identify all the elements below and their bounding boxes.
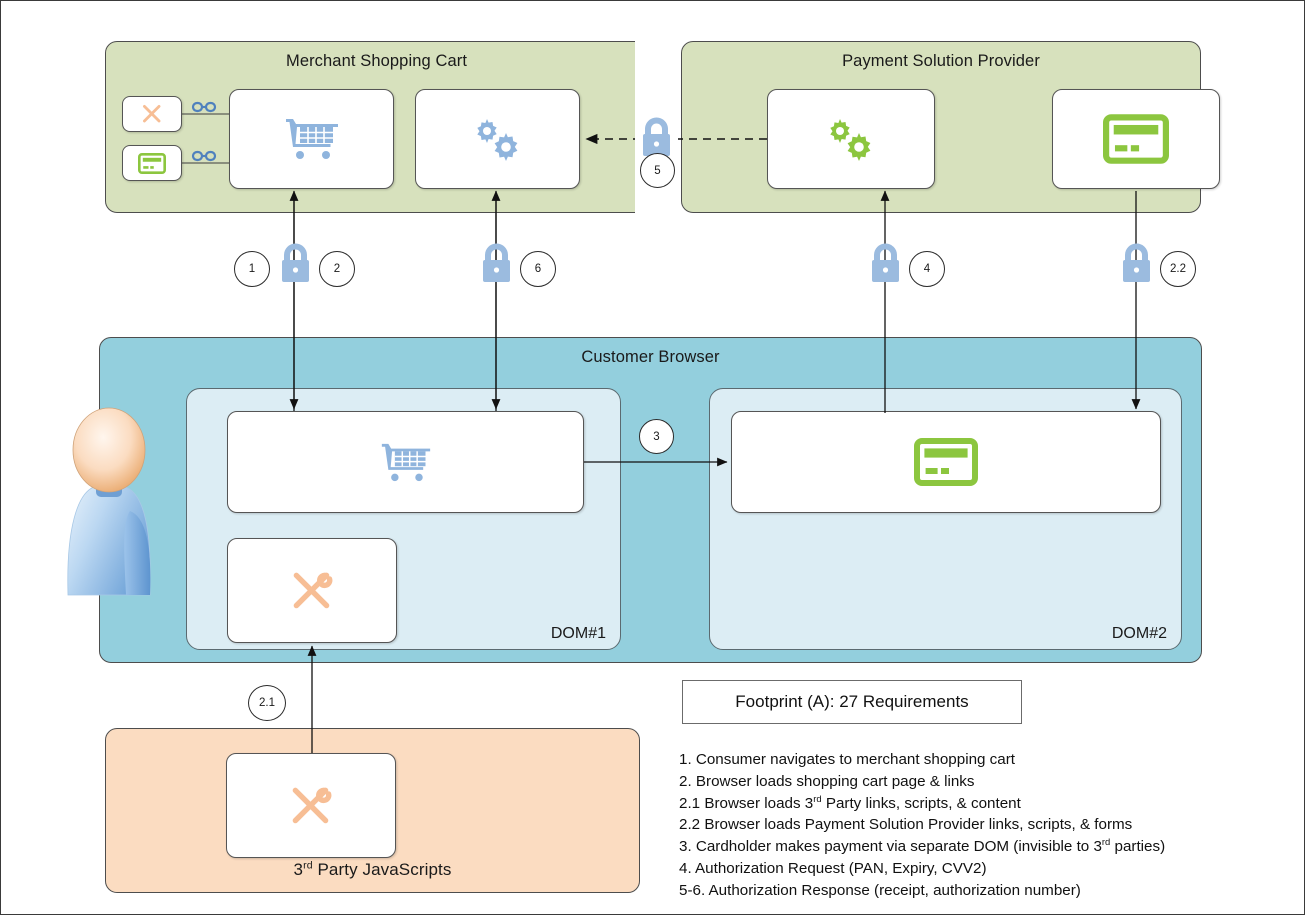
padlock-icon <box>643 117 670 156</box>
merchant-processing-node[interactable] <box>415 89 580 189</box>
flow-bubble-3-label: 3 <box>653 430 660 443</box>
psp-zone-title: Payment Solution Provider <box>842 52 1040 70</box>
tools-icon <box>293 572 333 608</box>
flow-bubble-6: 6 <box>520 251 556 287</box>
lock-icon-flow-22 <box>1119 241 1154 294</box>
legend-item-3-text: 2.1 Browser loads 3 <box>679 794 814 812</box>
third-party-tools-node[interactable] <box>226 753 396 858</box>
padlock-icon <box>1123 243 1150 282</box>
merchant-zone-title: Merchant Shopping Cart <box>285 52 468 70</box>
shopping-cart-icon <box>285 119 338 159</box>
third-party-title-pre: 3 <box>293 860 304 879</box>
padlock-icon <box>282 243 309 282</box>
legend-item-6-text: 4. Authorization Request (PAN, Expiry, C… <box>679 859 987 877</box>
third-party-title-post: Party JavaScripts <box>312 860 452 879</box>
lock-icon-flow-6 <box>479 241 514 294</box>
flow-bubble-6-label: 6 <box>534 263 542 275</box>
merchant-payment-card-node[interactable] <box>122 145 182 181</box>
third-party-zone-title: 3rd Party JavaScripts <box>106 860 639 880</box>
flow-bubble-21-label: 2.1 <box>259 697 275 709</box>
flow-bubble-22: 2.2 <box>1160 251 1196 287</box>
legend-item-2-text: 2. Browser loads shopping cart page & li… <box>679 772 975 790</box>
dom1-shopping-cart-node[interactable] <box>227 411 584 513</box>
legend-item-7-text: 5-6. Authorization Response (receipt, au… <box>679 881 1081 899</box>
link-chain-icon-bottom <box>191 148 217 164</box>
merchant-third-party-tools-node[interactable] <box>122 96 182 132</box>
person-avatar-icon <box>67 407 151 596</box>
shopping-cart-icon <box>381 443 430 481</box>
legend-list: 1. Consumer navigates to merchant shoppi… <box>679 749 1279 902</box>
flow-bubble-1-label: 1 <box>248 263 256 275</box>
flow-bubble-21: 2.1 <box>248 685 286 721</box>
legend-item-3: 2.1 Browser loads 3rd Party links, scrip… <box>679 792 1021 812</box>
legend-item-5-text: 3. Cardholder makes payment via separate… <box>679 838 1102 856</box>
customer-avatar <box>48 407 168 597</box>
flow-bubble-1: 1 <box>234 251 270 287</box>
dom1-label: DOM#1 <box>550 625 606 642</box>
padlock-icon <box>483 243 510 282</box>
credit-card-icon <box>138 152 166 174</box>
browser-zone-title: Customer Browser <box>581 348 720 366</box>
gears-icon <box>476 119 517 161</box>
legend-item-4-text: 2.2 Browser loads Payment Solution Provi… <box>679 816 1133 834</box>
flow-bubble-4-label: 4 <box>923 263 931 275</box>
flow-bubble-4: 4 <box>909 251 945 287</box>
merchant-shopping-cart-node[interactable] <box>229 89 394 189</box>
legend-item-1: 1. Consumer navigates to merchant shoppi… <box>679 749 1279 771</box>
psp-processing-node[interactable] <box>767 89 935 189</box>
flow-bubble-5: 5 <box>640 153 675 188</box>
flow-bubble-2-label: 2 <box>333 263 341 275</box>
lock-icon-flow-4 <box>868 241 903 294</box>
flow-bubble-5-label: 5 <box>654 164 661 177</box>
padlock-icon <box>872 243 899 282</box>
lock-icon-flow-5 <box>639 115 674 168</box>
flow-bubble-2: 2 <box>319 251 355 287</box>
legend-item-1-text: 1. Consumer navigates to merchant shoppi… <box>679 751 1015 768</box>
flow-bubble-3: 3 <box>639 419 674 454</box>
gears-icon <box>830 119 871 161</box>
credit-card-icon <box>914 438 978 486</box>
legend-item-6: 4. Authorization Request (PAN, Expiry, C… <box>679 858 1279 880</box>
legend-item-5: 3. Cardholder makes payment via separate… <box>679 836 1166 856</box>
footprint-box: Footprint (A): 27 Requirements <box>682 680 1022 724</box>
dom2-payment-card-node[interactable] <box>731 411 1161 513</box>
legend-item-4: 2.2 Browser loads Payment Solution Provi… <box>679 814 1279 836</box>
tools-icon <box>292 787 332 823</box>
link-chain-icon-top <box>191 99 217 115</box>
flow-bubble-22-label: 2.2 <box>1170 263 1186 275</box>
credit-card-icon <box>1103 114 1169 164</box>
lock-icon-flow-1-2 <box>278 241 313 294</box>
third-party-title-sup: rd <box>303 859 313 872</box>
dom2-label: DOM#2 <box>1111 625 1167 642</box>
psp-payment-card-node[interactable] <box>1052 89 1220 189</box>
footprint-label: Footprint (A): 27 Requirements <box>735 692 969 711</box>
tools-icon <box>143 105 161 123</box>
legend-item-2: 2. Browser loads shopping cart page & li… <box>679 771 1279 793</box>
legend-item-7: 5-6. Authorization Response (receipt, au… <box>679 880 1279 902</box>
dom1-third-party-tools-node[interactable] <box>227 538 397 643</box>
